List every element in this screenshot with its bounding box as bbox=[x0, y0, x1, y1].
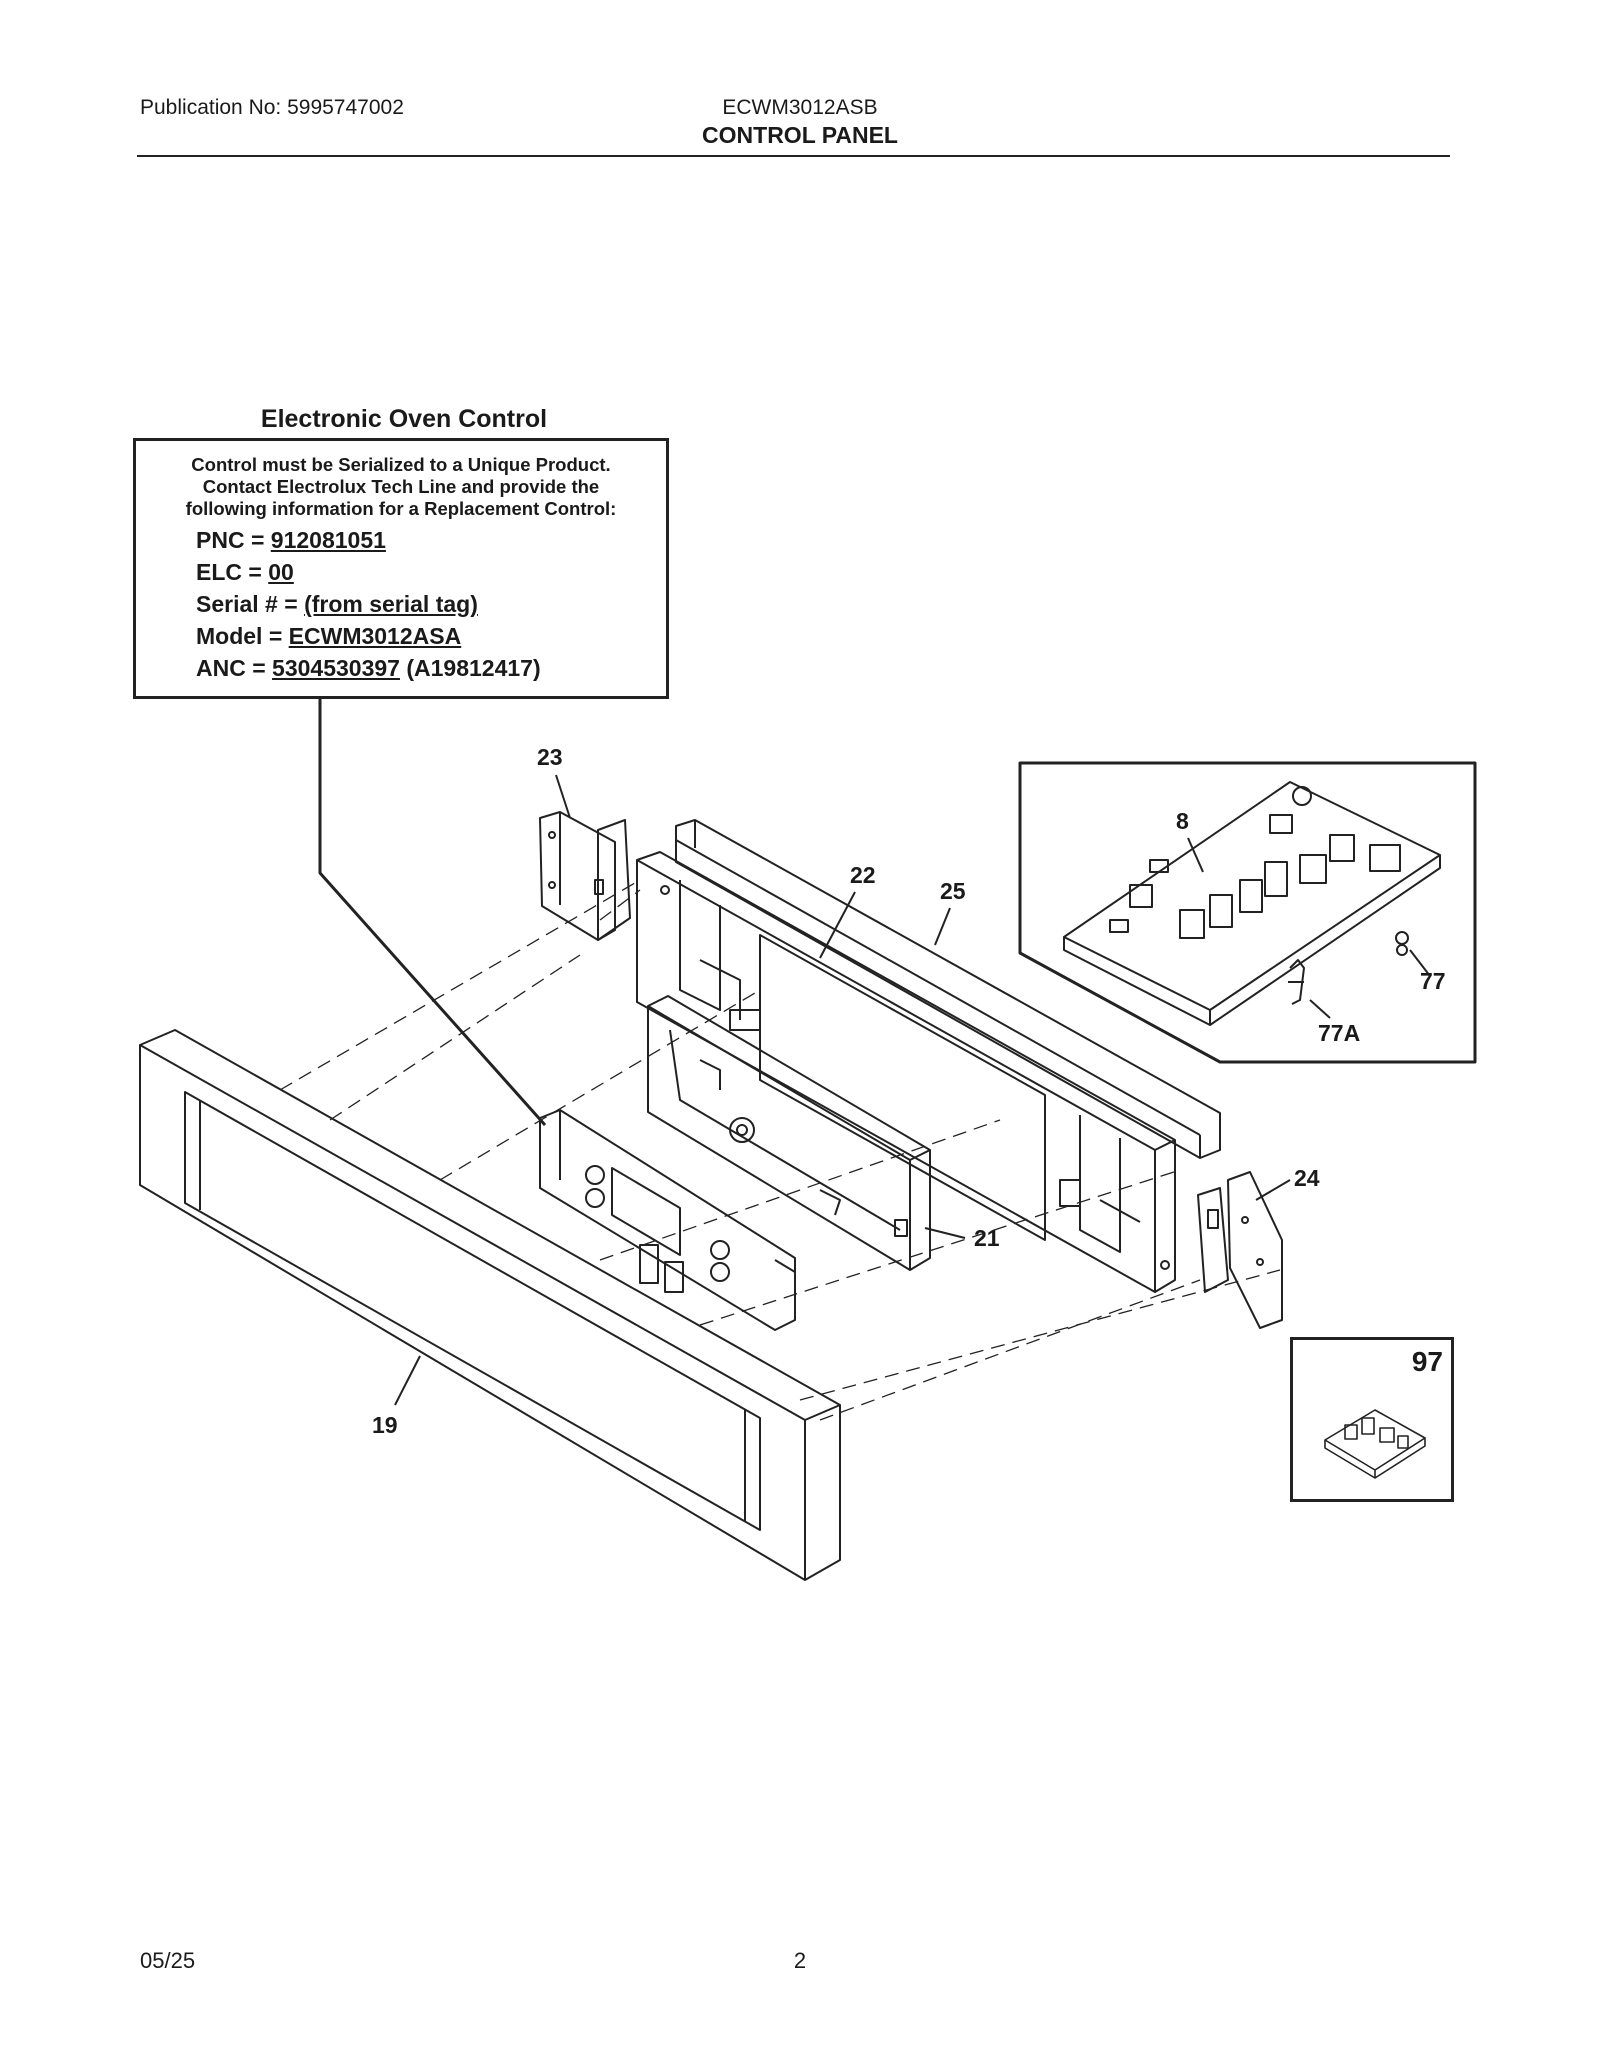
part-23-left-bracket bbox=[539, 811, 631, 941]
field-value: (from serial tag) bbox=[304, 591, 478, 617]
eoc-note-line: following information for a Replacement … bbox=[185, 498, 617, 519]
alignment-lines bbox=[279, 879, 1281, 1421]
callout-25: 25 bbox=[940, 878, 966, 904]
callout-8: 8 bbox=[1176, 808, 1189, 834]
part-22-backing-panel bbox=[636, 851, 1176, 1293]
callout-22: 22 bbox=[850, 862, 876, 888]
eoc-field-pnc: PNC = 912081051 bbox=[196, 524, 386, 556]
publication-number: Publication No: 5995747002 bbox=[140, 96, 404, 119]
field-label: Serial # = bbox=[196, 591, 305, 617]
part-97-box: 97 bbox=[1290, 1337, 1454, 1502]
page-number: 2 bbox=[793, 1948, 807, 1973]
header-divider bbox=[137, 155, 1450, 157]
part-8-control-board-front bbox=[539, 1109, 796, 1331]
eoc-field-anc: ANC = 5304530397 (A19812417) bbox=[196, 652, 541, 684]
page-title: CONTROL PANEL bbox=[702, 122, 898, 148]
field-label: ELC = bbox=[196, 559, 269, 585]
field-label: ANC = bbox=[196, 655, 273, 681]
field-value: ECWM3012ASA bbox=[288, 623, 462, 649]
eoc-note-line: Control must be Serialized to a Unique P… bbox=[191, 454, 611, 475]
field-value: 912081051 bbox=[270, 527, 386, 553]
eoc-field-serial: Serial # = (from serial tag) bbox=[196, 588, 478, 620]
callout-24: 24 bbox=[1294, 1165, 1320, 1191]
eoc-field-elc: ELC = 00 bbox=[196, 556, 294, 588]
eoc-info-box: Control must be Serialized to a Unique P… bbox=[133, 438, 669, 699]
footer-date: 05/25 bbox=[140, 1948, 196, 1973]
eoc-field-model: Model = ECWM3012ASA bbox=[196, 620, 461, 652]
callout-23: 23 bbox=[537, 744, 563, 770]
callout-21: 21 bbox=[974, 1225, 1000, 1251]
field-extra: (A19812417) bbox=[399, 655, 541, 681]
callout-77: 77 bbox=[1420, 968, 1446, 994]
field-label: Model = bbox=[196, 623, 289, 649]
field-value: 5304530397 bbox=[272, 655, 400, 681]
eoc-title: Electronic Oven Control bbox=[260, 405, 548, 433]
callout-19: 19 bbox=[372, 1412, 398, 1438]
part-8-detail-box bbox=[1018, 761, 1477, 1064]
eoc-leader-line bbox=[318, 699, 547, 1126]
model-number: ECWM3012ASB bbox=[722, 96, 878, 119]
eoc-note-line: Contact Electrolux Tech Line and provide… bbox=[202, 476, 600, 497]
part-19-front-panel bbox=[139, 1029, 841, 1581]
callout-97: 97 bbox=[1411, 1346, 1443, 1377]
part-97-board bbox=[1324, 1409, 1426, 1479]
field-label: PNC = bbox=[196, 527, 271, 553]
field-value: 00 bbox=[268, 559, 294, 585]
part-21-inner-frame bbox=[647, 995, 931, 1271]
callout-77a: 77A bbox=[1318, 1020, 1361, 1046]
part-24-right-bracket bbox=[1197, 1171, 1283, 1329]
